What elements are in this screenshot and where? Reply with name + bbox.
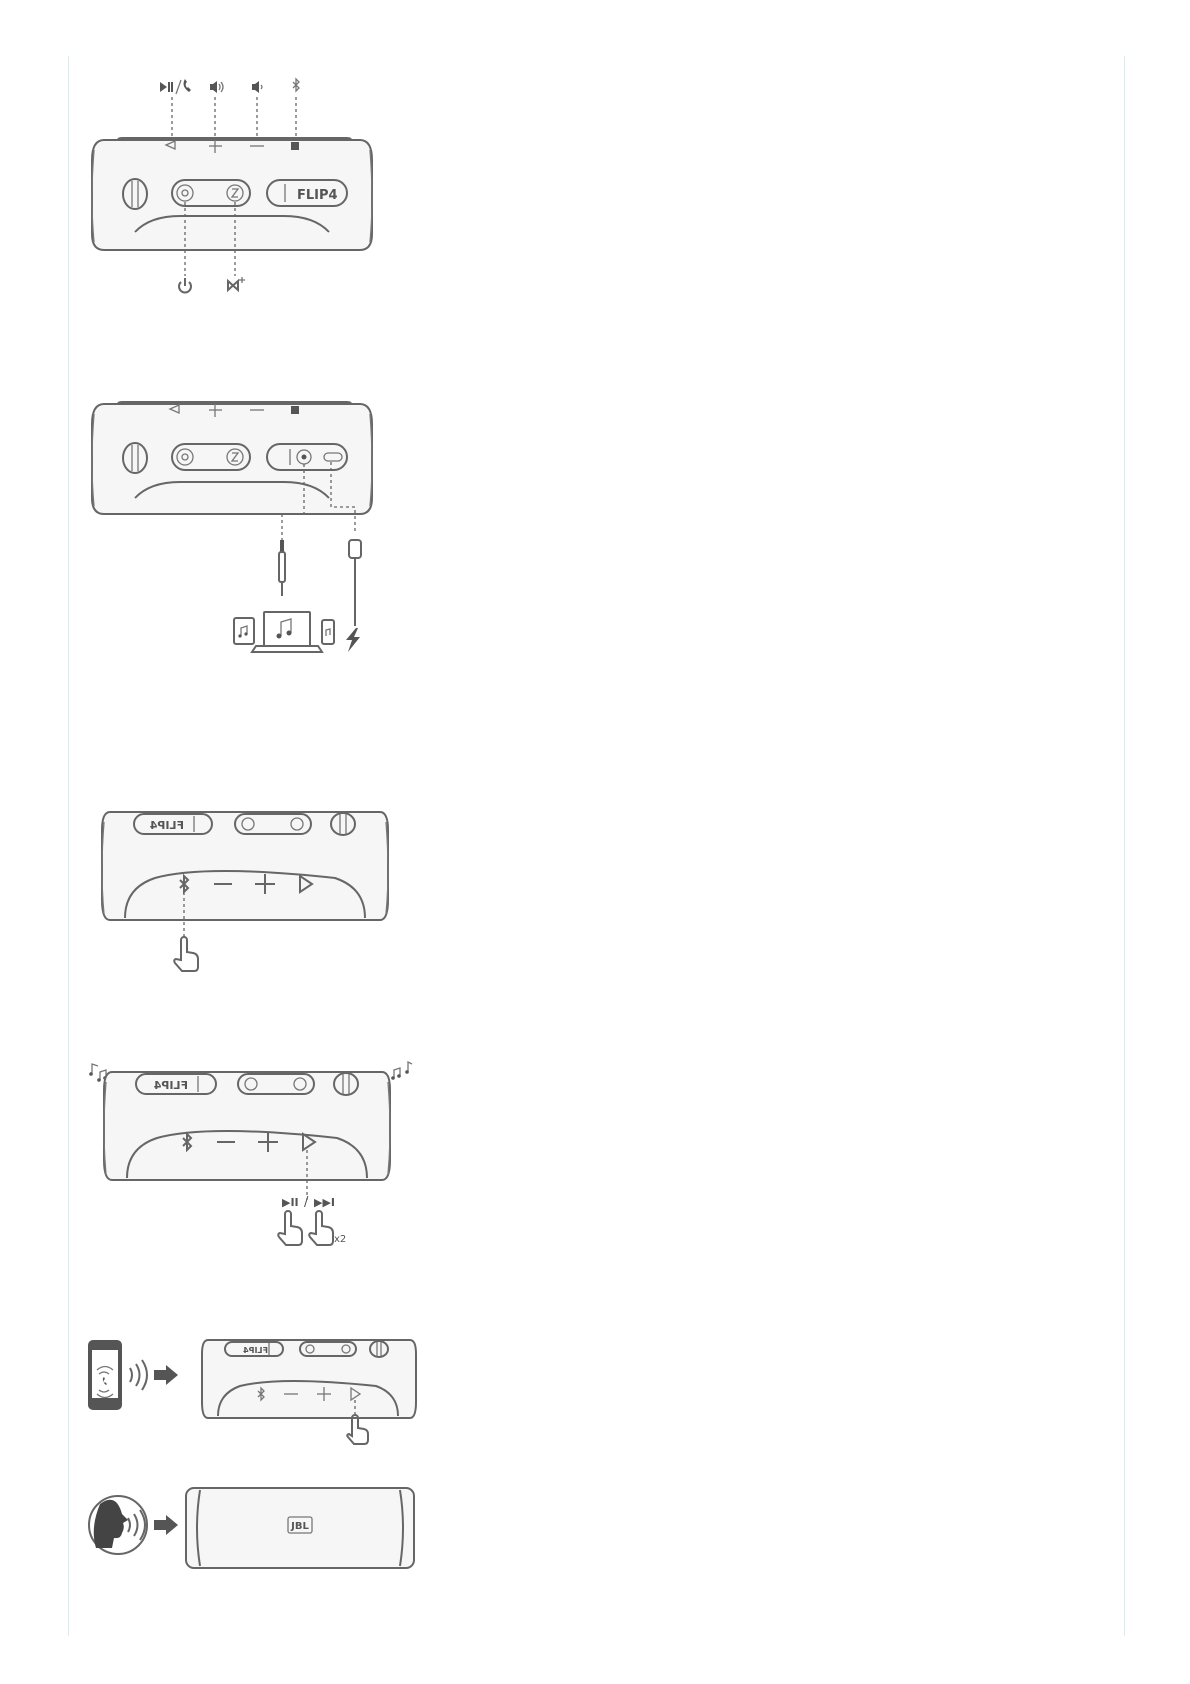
play-pause-label: ▶II [282, 1196, 299, 1209]
press-hand-icon [347, 1415, 368, 1444]
brand-label-mirrored: FLIP4 [243, 1346, 268, 1355]
double-press-hand-icon [309, 1211, 333, 1245]
figure-play-control: FLIP4 ▶II / ▶▶I x2 [0, 1050, 1190, 1260]
speaker-body [104, 1072, 390, 1180]
speaker-body [102, 812, 388, 920]
separator-label: / [304, 1195, 309, 1210]
figure-connections [0, 390, 1190, 660]
phone-music-icon [322, 620, 334, 644]
arrow-right-icon [154, 1365, 178, 1385]
figure-call-handling: FLIP4 [0, 1330, 1190, 1450]
press-hand-icon [174, 937, 198, 971]
figure-voice-assistant: JBL [0, 1480, 1190, 1590]
charge-bolt-icon [346, 628, 360, 652]
speaker-body [202, 1340, 416, 1418]
tablet-music-icon [234, 618, 254, 644]
figure-controls-overview: FLIP4 [0, 0, 1190, 320]
press-hand-icon [278, 1211, 302, 1245]
audio-cable [279, 540, 285, 596]
figure-bluetooth-pairing: FLIP4 [0, 800, 1190, 975]
brand-label-mirrored: FLIP4 [153, 1079, 188, 1092]
brand-label-mirrored: FLIP4 [149, 819, 184, 832]
volume-up-icon [210, 81, 223, 93]
arrow-right-icon [154, 1515, 178, 1535]
next-track-label: ▶▶I [314, 1196, 335, 1209]
laptop-music-icon [252, 612, 322, 652]
speaker-body [92, 402, 372, 514]
power-icon [179, 278, 191, 292]
play-pause-call-icon [160, 79, 191, 94]
volume-down-icon [252, 81, 262, 93]
usb-cable [349, 540, 361, 626]
bluetooth-icon [293, 79, 299, 91]
music-notes-right-icon [391, 1062, 412, 1080]
sound-waves-icon [130, 1360, 147, 1390]
connect-plus-icon [228, 277, 245, 290]
smartphone-call-icon [88, 1340, 122, 1410]
jbl-logo: JBL [290, 1521, 309, 1532]
sound-waves-icon [128, 1510, 145, 1540]
brand-label: FLIP4 [297, 188, 338, 203]
double-press-label: x2 [334, 1234, 346, 1245]
